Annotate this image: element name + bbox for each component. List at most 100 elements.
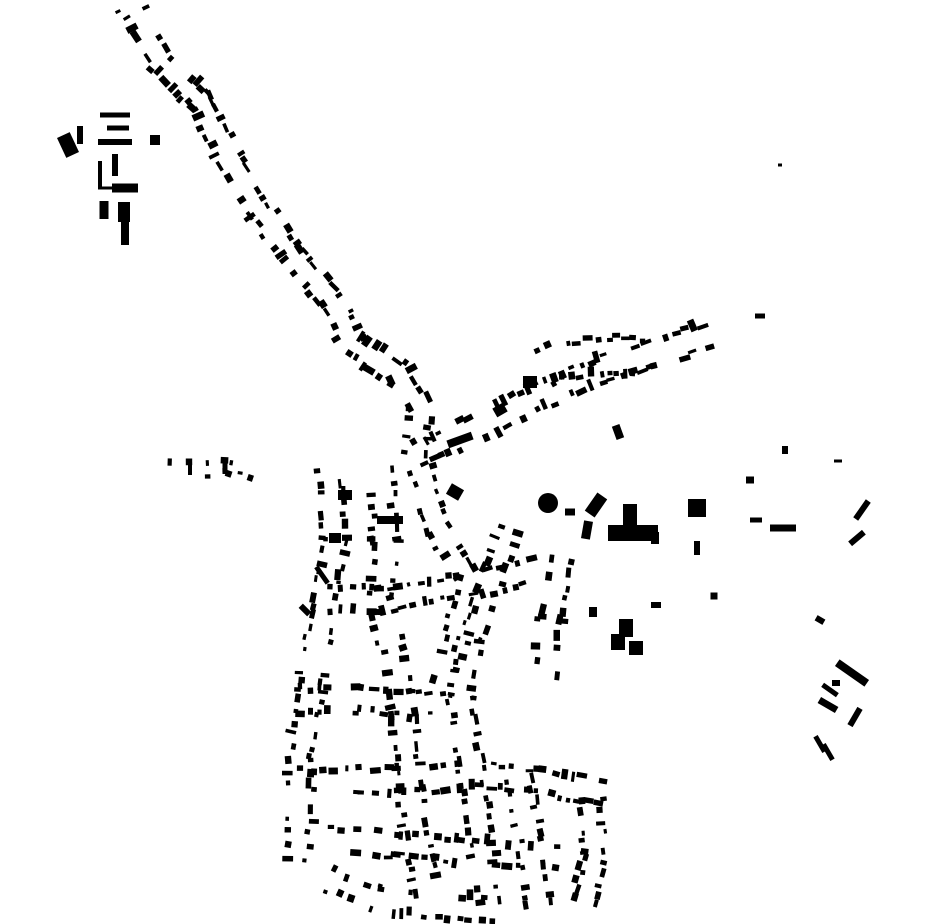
- building: [428, 763, 439, 771]
- building: [371, 541, 378, 552]
- outlying-building: [853, 499, 871, 521]
- building: [548, 554, 555, 563]
- building: [366, 492, 376, 498]
- building: [378, 342, 389, 354]
- building: [440, 507, 447, 515]
- building: [211, 102, 219, 113]
- building: [591, 350, 601, 364]
- building: [236, 194, 247, 205]
- building: [293, 242, 305, 255]
- campus-building: [112, 154, 118, 176]
- landmark-building: [608, 525, 658, 541]
- building: [426, 530, 436, 541]
- building: [456, 783, 463, 794]
- building: [471, 669, 477, 679]
- building: [686, 318, 698, 333]
- building: [456, 836, 466, 844]
- building: [385, 374, 396, 387]
- building: [565, 797, 571, 803]
- building: [447, 691, 455, 697]
- building: [439, 786, 452, 795]
- building: [501, 862, 513, 871]
- building: [391, 909, 396, 920]
- building: [172, 88, 183, 99]
- building: [498, 764, 506, 770]
- building: [515, 850, 521, 860]
- campus-building: [121, 219, 129, 245]
- building: [283, 222, 294, 234]
- building: [387, 729, 398, 736]
- building: [331, 592, 339, 601]
- building: [195, 124, 205, 133]
- outlying-building: [821, 742, 835, 762]
- building: [639, 338, 646, 344]
- building: [487, 824, 496, 834]
- building: [428, 430, 437, 443]
- building: [318, 535, 326, 541]
- building: [480, 752, 487, 764]
- building: [371, 790, 380, 796]
- buildings-layer: [57, 4, 871, 924]
- building: [394, 512, 399, 517]
- building: [382, 686, 389, 695]
- building: [423, 450, 428, 459]
- building: [473, 730, 482, 737]
- building: [412, 888, 419, 899]
- building: [397, 604, 407, 611]
- building: [394, 522, 400, 532]
- building: [145, 65, 155, 75]
- building: [464, 640, 472, 646]
- building: [463, 814, 470, 825]
- building: [341, 499, 348, 506]
- building: [536, 835, 545, 842]
- landmark-building: [651, 602, 661, 608]
- building: [497, 895, 502, 905]
- building: [258, 194, 267, 202]
- building: [337, 584, 344, 592]
- building: [459, 549, 469, 558]
- building: [486, 801, 494, 809]
- building: [458, 894, 467, 902]
- building: [400, 449, 408, 455]
- building: [284, 840, 292, 849]
- building: [553, 644, 561, 652]
- building: [566, 340, 571, 347]
- landmark-building: [222, 462, 228, 474]
- building: [141, 4, 150, 11]
- building: [274, 249, 288, 260]
- building: [465, 853, 476, 860]
- building: [258, 233, 266, 240]
- building: [301, 281, 311, 290]
- building: [586, 378, 595, 392]
- building: [567, 364, 575, 371]
- building: [426, 576, 432, 587]
- building: [603, 828, 608, 834]
- building: [600, 847, 606, 855]
- building: [570, 892, 579, 902]
- building: [431, 474, 438, 482]
- building: [440, 595, 445, 600]
- building: [547, 788, 557, 798]
- campus-building: [118, 202, 130, 222]
- building: [313, 575, 318, 583]
- building: [337, 478, 342, 489]
- building: [114, 9, 121, 15]
- building: [429, 871, 442, 880]
- building: [391, 356, 403, 367]
- building: [454, 414, 466, 425]
- building: [398, 654, 410, 663]
- building: [186, 74, 197, 85]
- building: [504, 840, 512, 850]
- building: [330, 334, 342, 344]
- building: [191, 106, 199, 113]
- building: [253, 185, 262, 195]
- building: [239, 155, 248, 164]
- building: [365, 575, 377, 582]
- building: [600, 796, 607, 802]
- campus-building: [100, 112, 130, 118]
- building: [460, 788, 469, 797]
- building: [223, 172, 234, 184]
- building: [366, 536, 376, 542]
- landmark-building: [523, 376, 537, 388]
